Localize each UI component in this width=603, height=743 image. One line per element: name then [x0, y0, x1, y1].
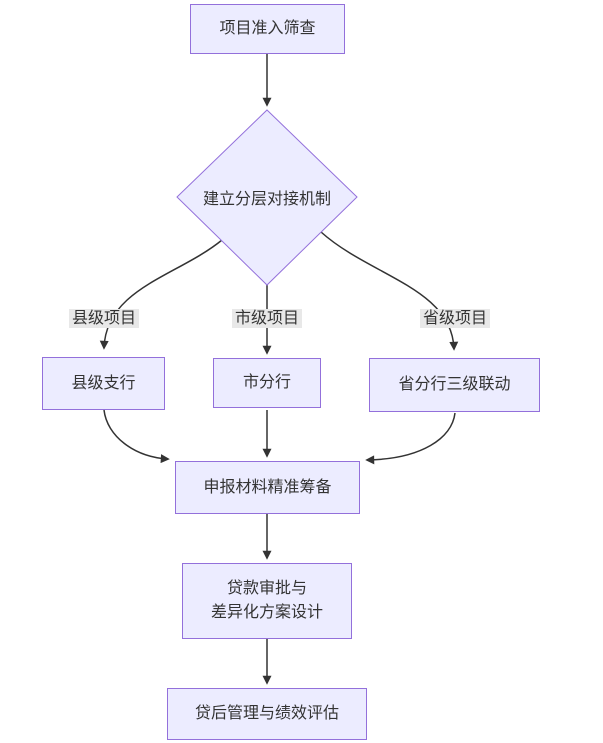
edge-label-province-project: 省级项目	[419, 309, 491, 328]
edge-label-county-project: 县级项目	[68, 309, 140, 328]
node-mechanism-diamond-shape	[176, 109, 358, 286]
edge-mechanism-to-county	[99, 239, 223, 350]
node-mechanism: 建立分层对接机制	[177, 167, 357, 227]
node-loan-approval-label: 贷款审批与 差异化方案设计	[210, 580, 323, 621]
edge-county-to-materials	[103, 409, 170, 464]
node-province-branch: 省分行三级联动	[369, 358, 540, 412]
node-city-branch: 市分行	[213, 358, 321, 408]
edge-mechanism-to-province	[320, 231, 459, 351]
edge-label-province-project-text: 省级项目	[422, 310, 488, 327]
node-province-branch-label: 省分行三级联动	[398, 376, 511, 393]
node-post-loan-management: 贷后管理与绩效评估	[167, 688, 367, 740]
edge-label-city-project-text: 市级项目	[234, 310, 300, 327]
edge-label-city-project: 市级项目	[231, 309, 303, 328]
node-project-screening-label: 项目准入筛查	[219, 20, 316, 37]
node-county-branch: 县级支行	[42, 357, 165, 410]
node-materials-preparation: 申报材料精准筹备	[175, 461, 360, 514]
node-project-screening: 项目准入筛查	[190, 4, 345, 54]
edge-province-to-materials	[365, 412, 456, 465]
node-city-branch-label: 市分行	[242, 374, 291, 391]
node-county-branch-label: 县级支行	[71, 374, 136, 392]
node-mechanism-label: 建立分层对接机制	[202, 191, 331, 208]
node-loan-approval: 贷款审批与 差异化方案设计	[182, 563, 352, 639]
node-post-loan-management-label: 贷后管理与绩效评估	[194, 705, 339, 722]
edge-label-county-project-text: 县级项目	[71, 310, 137, 327]
node-materials-preparation-label: 申报材料精准筹备	[203, 478, 332, 496]
